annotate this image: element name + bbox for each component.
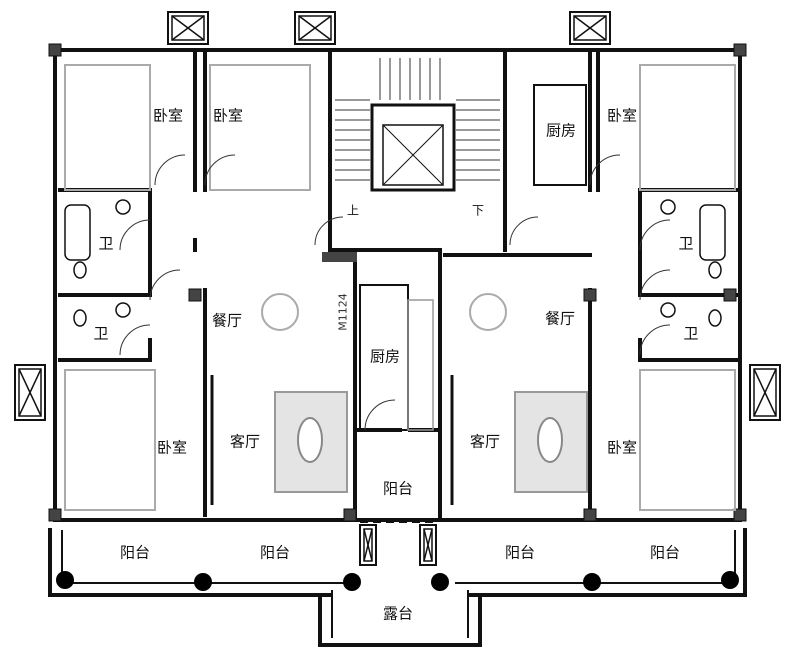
- shaft-cross: [18, 368, 42, 417]
- room-label-living: 客厅: [469, 432, 501, 451]
- room-label-balcony: 阳台: [649, 543, 681, 562]
- coffee-table: [297, 417, 323, 463]
- sink: [660, 199, 676, 215]
- room-label-bedroom: 卧室: [606, 438, 638, 457]
- toilet: [73, 309, 87, 327]
- shaft-inner: [753, 368, 777, 417]
- stair-down-label: 下: [471, 203, 485, 218]
- column: [583, 288, 597, 302]
- room-label-dining: 餐厅: [211, 311, 243, 330]
- shaft-cross: [298, 15, 332, 41]
- room-label-dining: 餐厅: [544, 309, 576, 328]
- round-column: [583, 573, 601, 591]
- room-label-kitchen: 厨房: [545, 121, 577, 140]
- shaft-cross: [423, 528, 433, 562]
- door-swing: [204, 154, 236, 186]
- door-swing: [149, 269, 181, 301]
- elevator-car: [382, 124, 444, 186]
- kitchen-counter: [407, 299, 434, 431]
- shaft-inner: [18, 368, 42, 417]
- kitchen-counter: [533, 84, 587, 186]
- door-swing: [119, 324, 151, 356]
- room-label-bathroom: 卫: [678, 234, 694, 253]
- round-column: [431, 573, 449, 591]
- shaft-inner: [573, 15, 607, 41]
- door-code-label: M1124: [336, 293, 350, 331]
- door-swing: [589, 154, 621, 186]
- room-label-kitchen: 厨房: [369, 347, 401, 366]
- elevator-cross: [382, 124, 444, 186]
- shaft-inner: [423, 528, 433, 562]
- room-label-bedroom: 卧室: [156, 438, 188, 457]
- column: [322, 252, 357, 262]
- door-swing: [364, 399, 396, 431]
- dining-table: [261, 293, 299, 331]
- door-swing: [314, 216, 344, 246]
- sink: [660, 302, 676, 318]
- room-label-bathroom: 卫: [683, 324, 699, 343]
- elevator-shaft: [370, 103, 456, 192]
- shaft-cross: [171, 15, 205, 41]
- door-swing: [509, 216, 539, 246]
- room-label-bathroom: 卫: [93, 324, 109, 343]
- column: [723, 288, 737, 302]
- round-column: [194, 573, 212, 591]
- column: [583, 508, 597, 522]
- bed: [209, 64, 311, 191]
- column: [733, 508, 747, 522]
- room-label-bedroom: 卧室: [212, 106, 244, 125]
- toilet: [73, 261, 87, 279]
- room-label-balcony: 阳台: [119, 543, 151, 562]
- room-label-balcony: 阳台: [504, 543, 536, 562]
- bathtub: [64, 204, 91, 261]
- door-swing: [639, 269, 671, 301]
- coffee-table: [537, 417, 563, 463]
- column: [48, 43, 62, 57]
- toilet: [708, 309, 722, 327]
- bed: [639, 369, 736, 511]
- shaft-cross: [363, 528, 373, 562]
- stair-up-label: 上: [346, 203, 360, 218]
- round-column: [721, 571, 739, 589]
- round-column: [343, 573, 361, 591]
- bed: [64, 369, 156, 511]
- door-swing: [154, 154, 186, 186]
- room-label-balcony: 阳台: [382, 479, 414, 498]
- room-label-bedroom: 卧室: [606, 106, 638, 125]
- room-label-terrace: 露台: [382, 604, 414, 623]
- shaft-inner: [363, 528, 373, 562]
- toilet: [708, 261, 722, 279]
- bed: [64, 64, 151, 191]
- column: [343, 508, 357, 522]
- door-swing: [639, 219, 671, 251]
- room-label-living: 客厅: [229, 432, 261, 451]
- room-label-bathroom: 卫: [98, 234, 114, 253]
- bathtub: [699, 204, 726, 261]
- shaft-cross: [573, 15, 607, 41]
- shaft-inner: [298, 15, 332, 41]
- column: [733, 43, 747, 57]
- sink: [115, 302, 131, 318]
- sink: [115, 199, 131, 215]
- round-column: [56, 571, 74, 589]
- bed: [639, 64, 736, 191]
- room-label-balcony: 阳台: [259, 543, 291, 562]
- shaft-cross: [753, 368, 777, 417]
- room-label-bedroom: 卧室: [152, 106, 184, 125]
- door-swing: [119, 219, 151, 251]
- shaft-inner: [171, 15, 205, 41]
- dining-table: [469, 293, 507, 331]
- column: [48, 508, 62, 522]
- column: [188, 288, 202, 302]
- door-swing: [639, 324, 671, 356]
